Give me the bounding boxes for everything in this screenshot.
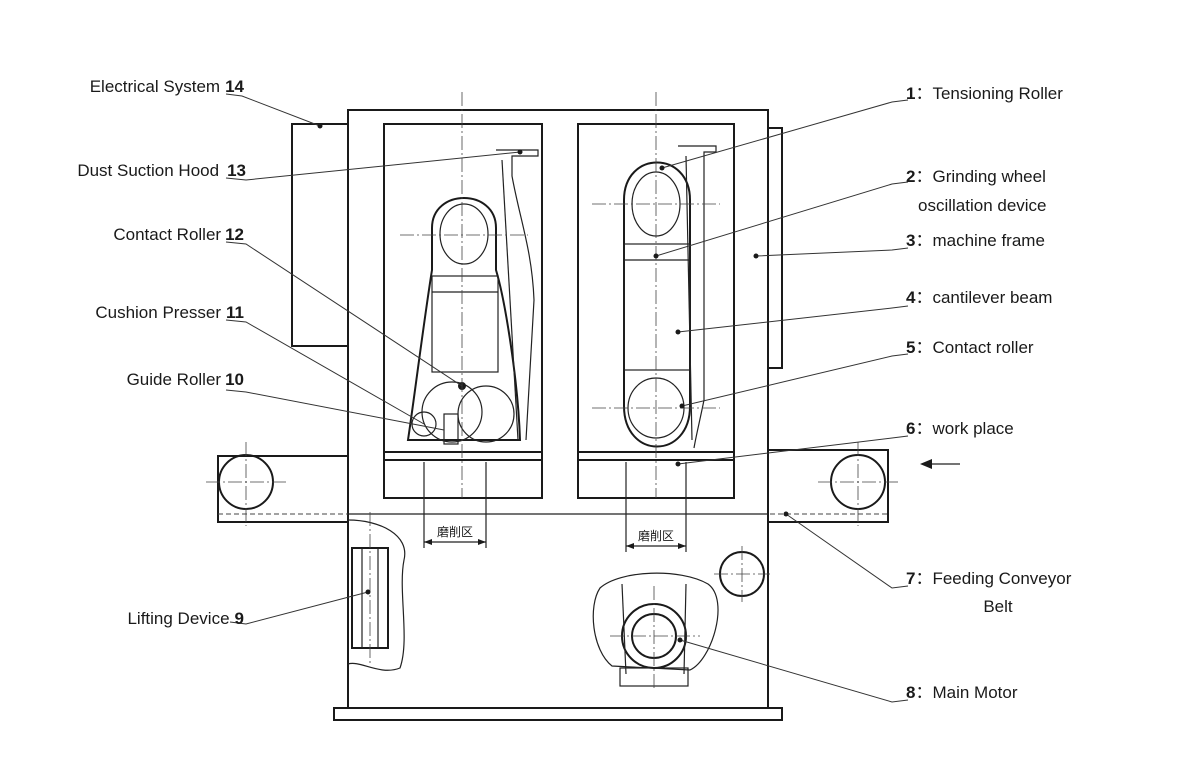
label-feeding-conveyor-line2: Belt	[983, 597, 1013, 616]
leader-lines	[225, 93, 909, 703]
left-motor-body	[431, 275, 499, 373]
electrical-cabinet	[291, 123, 349, 347]
right-abrasive-belt	[623, 161, 691, 448]
label-contact-roller-right: 5：Contact roller	[906, 338, 1034, 357]
left-abrasive-belt	[406, 197, 522, 441]
label-feeding-conveyor-line1: 7：Feeding Conveyor	[906, 569, 1072, 588]
right-motor-body	[623, 243, 691, 371]
label-main-motor: 8：Main Motor	[906, 683, 1018, 702]
right-labels: 1：Tensioning Roller 2：Grinding wheel osc…	[906, 84, 1072, 702]
label-work-place: 6：work place	[906, 419, 1014, 438]
grinding-zone-left: 磨削区	[437, 525, 473, 539]
main-motor-housing	[592, 572, 719, 671]
right-side-panel	[767, 127, 783, 369]
left-head-compartment	[383, 123, 543, 499]
label-grinding-wheel-line2: oscillation device	[918, 196, 1047, 215]
left-dust-hood	[496, 149, 539, 441]
conveyor-left-box	[217, 455, 349, 523]
machine-drawing: 磨削区 磨削区	[206, 92, 960, 721]
base-plate	[333, 707, 783, 721]
label-grinding-wheel-line1: 2：Grinding wheel	[906, 167, 1046, 186]
conveyor-right-box	[767, 449, 889, 523]
label-cantilever-beam: 4：cantilever beam	[906, 288, 1052, 307]
label-machine-frame: 3：machine frame	[906, 231, 1045, 250]
grinding-zone-right: 磨削区	[638, 529, 674, 543]
machine-frame-outline	[347, 109, 769, 709]
label-tensioning-roller: 1：Tensioning Roller	[906, 84, 1063, 103]
right-dust-hood	[678, 145, 717, 449]
